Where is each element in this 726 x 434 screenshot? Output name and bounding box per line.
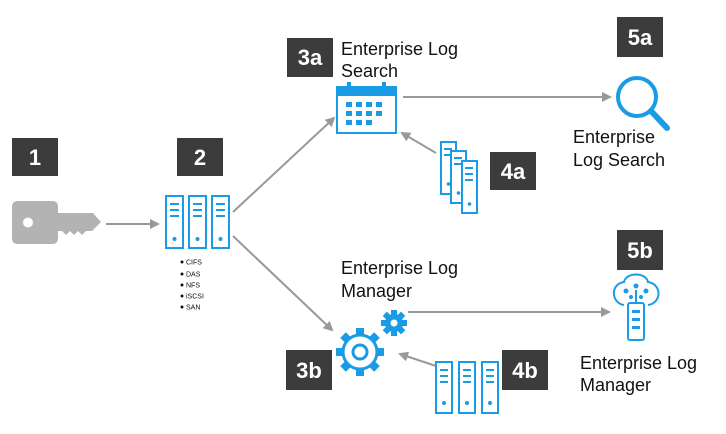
arrow-storage-to-search-server	[232, 116, 336, 213]
server-rack-icon	[165, 195, 230, 249]
manager-server-label-line1: Enterprise Log	[341, 258, 458, 278]
badge-5a-text: 5a	[628, 25, 653, 50]
storage-type-list: CIFS DAS NFS iSCSI SAN	[180, 260, 204, 312]
badge-3b: 3b	[286, 350, 332, 390]
gears-icon	[336, 310, 407, 376]
search-server-label-line2: Search	[341, 61, 398, 81]
small-gear-icon	[381, 310, 407, 336]
storage-type-san: SAN	[186, 305, 200, 312]
storage-type-iscsi: iSCSI	[186, 294, 204, 301]
brain-circuit-icon	[612, 273, 660, 341]
storage-type-cifs: CIFS	[186, 260, 202, 267]
badge-5b: 5b	[617, 230, 663, 270]
arrow-storage-to-manager-server	[232, 235, 334, 332]
badge-1: 1	[12, 138, 58, 176]
badge-3a: 3a	[287, 38, 333, 77]
connector-arrows	[106, 92, 612, 367]
large-gear-icon	[336, 328, 384, 376]
manager-client-label-line2: Manager	[580, 375, 651, 395]
badge-3b-text: 3b	[296, 358, 322, 383]
badge-4a-text: 4a	[501, 159, 526, 184]
search-server-label-line1: Enterprise Log	[341, 39, 458, 59]
magnifier-icon	[616, 76, 670, 131]
key-icon	[12, 201, 101, 244]
database-server-rack-icon	[435, 361, 499, 414]
badge-5b-text: 5b	[627, 238, 653, 263]
arrow-db-to-manager-server	[398, 351, 437, 367]
badge-2-text: 2	[194, 145, 206, 170]
storage-type-das: DAS	[186, 272, 201, 279]
arrow-index-to-search-server	[400, 131, 437, 154]
index-server-stack-icon	[440, 141, 478, 214]
badge-2: 2	[177, 138, 223, 176]
badge-3a-text: 3a	[298, 45, 323, 70]
badge-5a: 5a	[617, 17, 663, 57]
badge-4b-text: 4b	[512, 358, 538, 383]
storage-type-nfs: NFS	[186, 283, 200, 290]
manager-server-label-line2: Manager	[341, 281, 412, 301]
badge-4a: 4a	[490, 152, 536, 190]
manager-client-label-line1: Enterprise Log	[580, 353, 697, 373]
badge-4b: 4b	[502, 350, 548, 390]
calendar-icon	[336, 82, 397, 134]
search-client-label-line2: Log Search	[573, 150, 665, 170]
badge-1-text: 1	[29, 145, 41, 170]
search-client-label-line1: Enterprise	[573, 127, 655, 147]
